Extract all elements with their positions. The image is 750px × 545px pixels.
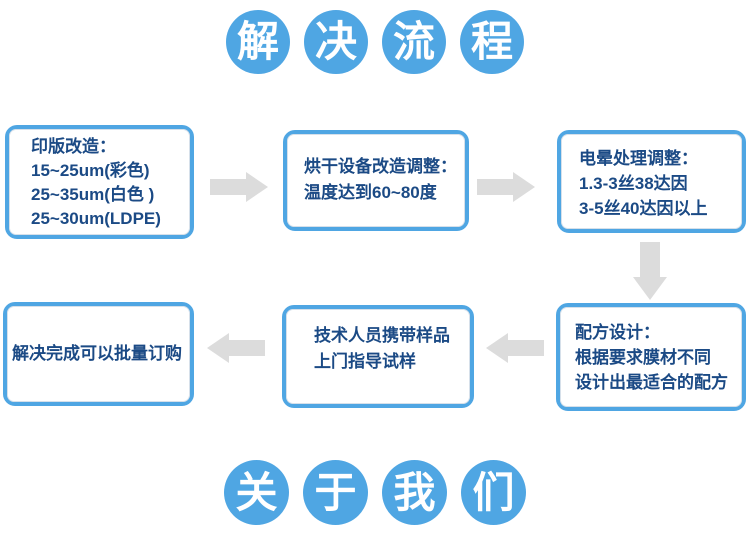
flow-box-corona: 电晕处理调整： 1.3-3丝38达因 3-5丝40达因以上 — [557, 130, 746, 233]
footer-char: 关 — [235, 468, 278, 516]
arrow-shaft — [640, 242, 660, 277]
footer-char: 我 — [393, 468, 436, 516]
box-line: 上门指导试样 — [314, 352, 416, 371]
title-circle: 流 — [382, 10, 446, 74]
title-char: 决 — [314, 18, 357, 65]
arrow-down-icon — [633, 242, 667, 300]
box-line: 25~35um(白色 ) — [31, 185, 155, 204]
box-line: 温度达到60~80度 — [304, 183, 437, 202]
arrow-shaft — [229, 340, 265, 356]
title-solution-process: 解 决 流 程 — [0, 10, 750, 74]
arrow-shaft — [508, 340, 544, 356]
arrow-left-icon — [207, 333, 265, 363]
flow-box-formula: 配方设计： 根据要求膜材不同 设计出最适合的配方 — [556, 303, 746, 411]
box-line: 3-5丝40达因以上 — [579, 199, 708, 218]
footer-about-us: 关 于 我 们 — [0, 460, 750, 525]
footer-circle: 关 — [224, 460, 289, 525]
title-circle: 程 — [460, 10, 524, 74]
arrow-head — [246, 172, 268, 202]
footer-circle: 于 — [303, 460, 368, 525]
box-line: 25~30um(LDPE) — [31, 209, 161, 228]
flow-box-order: 解决完成可以批量订购 — [3, 302, 194, 406]
arrow-shaft — [210, 179, 246, 195]
flow-box-print-plate: 印版改造： 15~25um(彩色) 25~35um(白色 ) 25~30um(L… — [5, 125, 194, 239]
box-line: 烘干设备改造调整： — [304, 157, 457, 176]
arrow-head — [486, 333, 508, 363]
box-line: 1.3-3丝38达因 — [579, 174, 688, 193]
box-line: 解决完成可以批量订购 — [12, 344, 182, 363]
footer-char: 于 — [314, 468, 357, 516]
title-circle: 解 — [226, 10, 290, 74]
arrow-left-icon — [486, 333, 544, 363]
box-line: 15~25um(彩色) — [31, 161, 150, 180]
arrow-head — [207, 333, 229, 363]
box-line: 电晕处理调整： — [579, 149, 698, 168]
box-line: 技术人员携带样品 — [314, 326, 450, 345]
title-char: 程 — [470, 18, 513, 65]
title-char: 解 — [236, 18, 279, 65]
arrow-shaft — [477, 179, 513, 195]
arrow-head — [633, 277, 667, 300]
box-line: 设计出最适合的配方 — [575, 373, 728, 392]
arrow-right-icon — [210, 172, 268, 202]
footer-circle: 我 — [382, 460, 447, 525]
box-line: 配方设计： — [575, 323, 660, 342]
box-line: 根据要求膜材不同 — [575, 348, 711, 367]
flow-box-technician: 技术人员携带样品 上门指导试样 — [282, 305, 474, 408]
arrow-head — [513, 172, 535, 202]
footer-char: 们 — [472, 468, 515, 516]
title-circle: 决 — [304, 10, 368, 74]
flow-box-drying: 烘干设备改造调整： 温度达到60~80度 — [283, 130, 469, 231]
arrow-right-icon — [477, 172, 535, 202]
box-line: 印版改造： — [31, 137, 116, 156]
title-char: 流 — [392, 18, 435, 65]
footer-circle: 们 — [461, 460, 526, 525]
